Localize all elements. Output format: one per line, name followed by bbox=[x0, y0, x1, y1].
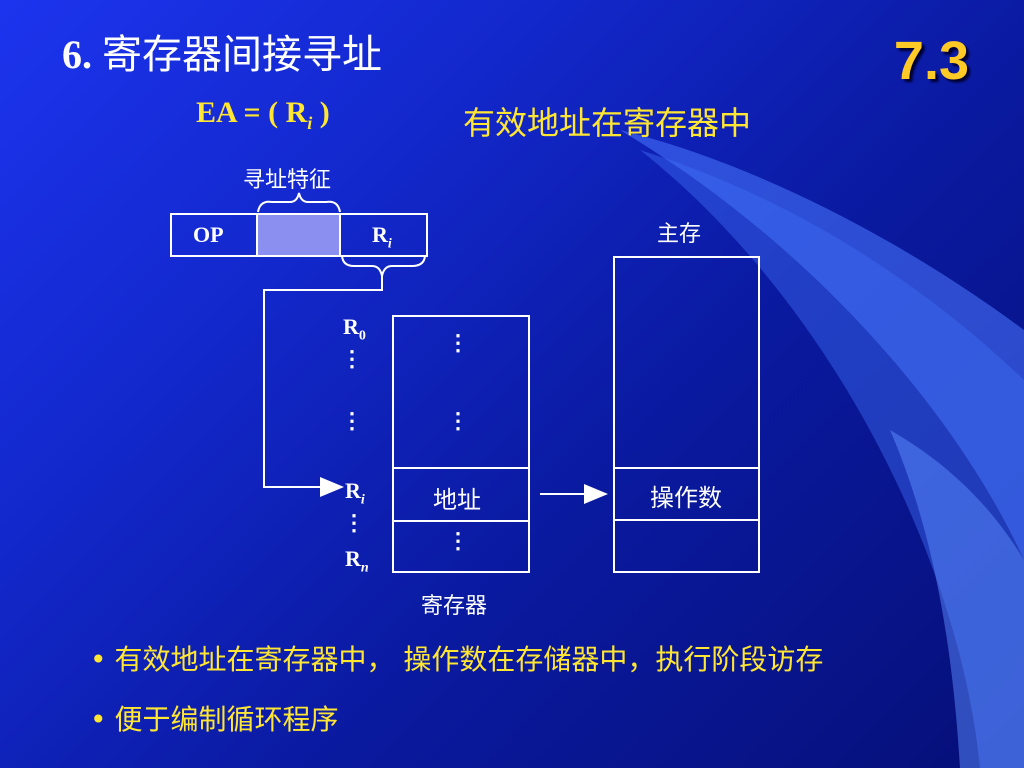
register-file bbox=[392, 315, 530, 573]
formula-note: 有效地址在寄存器中 bbox=[463, 104, 752, 142]
title-number: 6. bbox=[62, 32, 92, 77]
page-title: 6. 寄存器间接寻址 bbox=[62, 22, 382, 80]
bullet-dot: • bbox=[90, 643, 107, 676]
register-ellipsis-middle: ⋮ bbox=[341, 408, 363, 433]
register-file-ellipsis-top: ⋮ bbox=[447, 330, 469, 355]
bullet-item: •有效地址在寄存器中， 操作数在存储器中，执行阶段访存 bbox=[90, 638, 823, 678]
formula-lhs: EA = ( R bbox=[196, 96, 308, 129]
section-number: 7.3 bbox=[893, 31, 969, 91]
main-memory-box bbox=[613, 256, 760, 573]
addressing-feature-field bbox=[256, 213, 341, 257]
bullet-text: 便于编制循环程序 bbox=[114, 703, 339, 736]
addressing-feature-label: 寻址特征 bbox=[243, 168, 332, 193]
rn-sub: n bbox=[360, 560, 369, 576]
register-ellipsis-lower: ⋮ bbox=[343, 510, 365, 535]
main-memory-label: 主存 bbox=[657, 222, 702, 247]
address-cell: 地址 bbox=[433, 486, 481, 514]
ri-field-label: Ri bbox=[372, 222, 392, 252]
ri-brace bbox=[341, 255, 426, 277]
register-r0-label: R0 bbox=[343, 314, 366, 344]
bullet-text: 有效地址在寄存器中， 操作数在存储器中，执行阶段访存 bbox=[114, 643, 824, 676]
rn-base: R bbox=[345, 546, 361, 571]
formula: EA = ( Ri ) bbox=[196, 96, 330, 134]
register-file-caption: 寄存器 bbox=[421, 594, 488, 619]
ri-base: R bbox=[345, 478, 361, 503]
register-ellipsis-upper: ⋮ bbox=[341, 346, 363, 371]
bullet-dot: • bbox=[90, 703, 107, 736]
ri-field-sub: i bbox=[387, 236, 392, 252]
r0-base: R bbox=[343, 314, 359, 339]
bullet-item: •便于编制循环程序 bbox=[90, 698, 339, 738]
register-file-ellipsis-bottom: ⋮ bbox=[447, 528, 469, 553]
formula-rhs: ) bbox=[312, 96, 330, 129]
r0-sub: 0 bbox=[358, 328, 366, 344]
ri-field-base: R bbox=[372, 222, 388, 247]
register-rn-label: Rn bbox=[345, 546, 369, 576]
operand-cell: 操作数 bbox=[650, 484, 722, 512]
register-file-ellipsis-mid: ⋮ bbox=[447, 408, 469, 433]
formula-sub: i bbox=[307, 113, 313, 133]
op-field-label: OP bbox=[193, 222, 224, 247]
ri-sub: i bbox=[360, 492, 365, 508]
ri-pointer-line bbox=[263, 276, 383, 497]
register-ri-label: Ri bbox=[345, 478, 365, 508]
title-text: 寄存器间接寻址 bbox=[102, 32, 382, 78]
feature-brace bbox=[257, 192, 341, 213]
